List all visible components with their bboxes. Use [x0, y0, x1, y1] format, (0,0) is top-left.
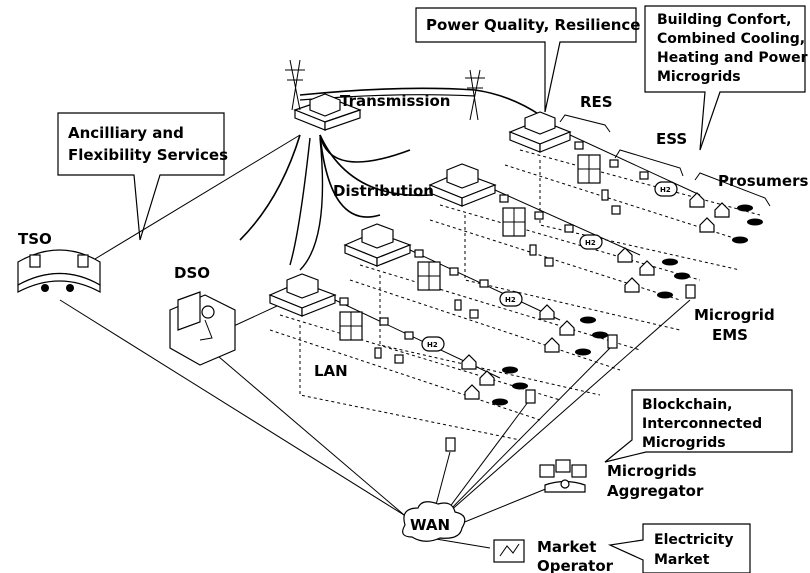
h2-label: H2: [585, 239, 596, 247]
market-operator-label-line1: Market: [537, 538, 596, 556]
solar-panels: [339, 154, 601, 341]
substation-row4: [268, 273, 337, 317]
aggregator-label-line2: Aggregator: [607, 482, 704, 500]
prosumer-houses: [461, 192, 730, 400]
callout-building-line2: Combined Cooling,: [657, 31, 805, 47]
solar-panel-row3: [417, 261, 441, 291]
transmission-label: Transmission: [340, 92, 450, 110]
callout-building-line4: Microgrids: [657, 69, 741, 85]
res-label: RES: [580, 93, 613, 111]
substation-row2: [428, 163, 497, 207]
callout-blockchain: Blockchain, Interconnected Microgrids: [604, 389, 793, 463]
callout-building-line1: Building Confort,: [657, 12, 791, 28]
callout-ancillary-line2: Flexibility Services: [68, 146, 228, 164]
power-wires: [239, 87, 541, 271]
market-operator-label-line2: Operator: [537, 557, 614, 573]
substation-row1: [508, 111, 572, 153]
electric-vehicles: [492, 204, 763, 406]
callout-blockchain-line2: Interconnected: [642, 416, 762, 432]
h2-tank-row3: H2: [499, 291, 523, 307]
aggregator-workstation-icon: [539, 459, 587, 493]
callout-electricity-market: Electricity Market: [607, 523, 751, 573]
callout-electricity-market-line2: Market: [654, 552, 710, 568]
callout-ancillary-line1: Ancilliary and: [68, 124, 184, 142]
callout-electricity-market-line1: Electricity: [654, 532, 733, 548]
callout-building-line3: Heating and Power: [657, 50, 808, 66]
h2-tank-row1: H2: [654, 181, 678, 197]
wan-cloud-icon: [402, 501, 466, 542]
dso-operator-icon: [169, 291, 236, 366]
device-boxes: [339, 141, 649, 364]
prosumers-label: Prosumers: [718, 172, 809, 190]
h2-label: H2: [660, 186, 671, 194]
substation-row3: [343, 223, 412, 267]
wan-label: WAN: [410, 516, 450, 534]
microgrid-ems-label-line2: EMS: [712, 326, 748, 344]
callout-power-quality-text: Power Quality, Resilience: [426, 16, 640, 34]
h2-tank-row4: H2: [421, 336, 445, 352]
market-operator-icon: [493, 539, 525, 563]
ems-terminals: [445, 284, 696, 452]
tso-label: TSO: [18, 230, 52, 248]
callout-blockchain-line3: Microgrids: [642, 435, 726, 451]
transmission-tower-right: [465, 69, 485, 121]
distribution-label: Distribution: [333, 182, 434, 200]
callout-building: Building Confort, Combined Cooling, Heat…: [644, 5, 808, 151]
microgrid-ems-label-line1: Microgrid: [694, 306, 775, 324]
lan-label: LAN: [314, 362, 348, 380]
callout-ancillary: Ancilliary and Flexibility Services: [57, 112, 228, 241]
tso-control-center-icon: [17, 249, 101, 294]
callout-blockchain-line1: Blockchain,: [642, 397, 733, 413]
solar-panel-row2: [502, 207, 526, 237]
solar-panel-row4: [339, 311, 363, 341]
callout-power-quality: Power Quality, Resilience: [415, 7, 640, 113]
solar-panel-row1: [577, 154, 601, 184]
communication-lines: [59, 134, 691, 549]
ess-label: ESS: [656, 130, 687, 148]
h2-tank-row2: H2: [579, 234, 603, 250]
h2-label: H2: [427, 341, 438, 349]
h2-label: H2: [505, 296, 516, 304]
transmission-substation: [285, 59, 362, 131]
aggregator-label-line1: Microgrids: [607, 462, 697, 480]
section-braces: [559, 114, 771, 207]
dso-label: DSO: [174, 264, 210, 282]
